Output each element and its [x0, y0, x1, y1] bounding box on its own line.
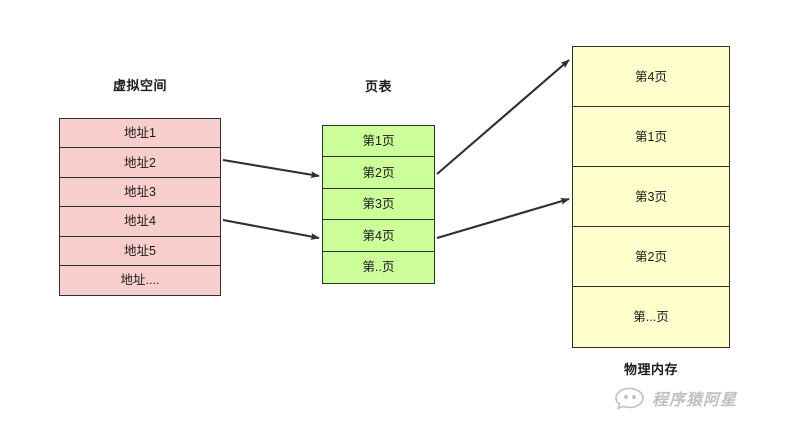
physical-memory-cell[interactable]: 第3页	[572, 166, 730, 228]
page-table-title: 页表	[364, 79, 392, 94]
physical-memory-stack: 第4页 第1页 第3页 第2页 第...页	[572, 46, 730, 348]
watermark-text: 程序猿阿星	[652, 392, 738, 409]
physical-memory-cell[interactable]: 第1页	[572, 106, 730, 168]
physical-memory-cell[interactable]: 第4页	[572, 46, 730, 108]
virtual-space-cell[interactable]: 地址1	[59, 118, 221, 150]
arrow-page2-to-frame-4page	[436, 59, 570, 175]
physical-memory-cell[interactable]: 第...页	[572, 286, 730, 348]
virtual-space-cell[interactable]: 地址2	[59, 147, 221, 179]
virtual-space-cell[interactable]: 地址4	[59, 206, 221, 238]
watermark: 程序猿阿星	[614, 386, 737, 410]
arrow-addr4-to-page4	[222, 218, 320, 240]
page-table-cell[interactable]: 第2页	[322, 156, 435, 190]
virtual-space-cell[interactable]: 地址3	[59, 176, 221, 208]
virtual-space-cell[interactable]: 地址5	[59, 235, 221, 267]
page-table-cell[interactable]: 第1页	[322, 125, 435, 159]
arrow-addr2-to-page2	[222, 158, 320, 179]
page-table-stack: 第1页 第2页 第3页 第4页 第..页	[322, 125, 435, 285]
physical-memory-title: 物理内存	[623, 362, 678, 377]
page-table-cell[interactable]: 第3页	[322, 187, 435, 222]
virtual-space-title: 虚拟空间	[112, 78, 167, 93]
page-table-cell[interactable]: 第4页	[322, 219, 435, 253]
page-table-cell[interactable]: 第..页	[322, 250, 435, 285]
arrow-page4-to-frame-3page	[436, 197, 570, 240]
virtual-space-stack: 地址1 地址2 地址3 地址4 地址5 地址....	[59, 118, 221, 297]
virtual-space-cell[interactable]: 地址....	[59, 264, 221, 297]
speech-bubble-icon	[615, 387, 644, 410]
physical-memory-cell[interactable]: 第2页	[572, 226, 730, 288]
